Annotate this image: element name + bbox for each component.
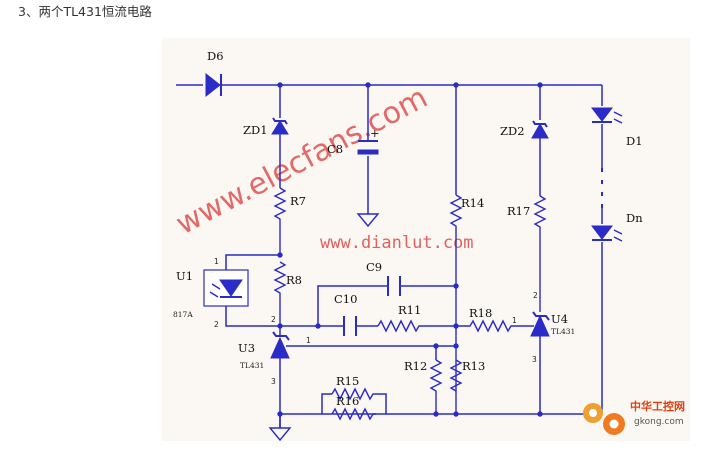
wire-c9	[317, 285, 456, 326]
optocoupler-u1	[203, 269, 249, 307]
label-r14: R14	[461, 196, 484, 210]
pin-u1-2: 2	[214, 320, 219, 329]
wire-u1-pin1	[225, 254, 280, 270]
tl431-u3	[270, 331, 290, 359]
pin-u4-3: 3	[532, 355, 537, 364]
label-u4-part: TL431	[551, 327, 575, 336]
label-zd2: ZD2	[500, 124, 525, 138]
label-u1-part: 817A	[173, 310, 193, 319]
label-r11: R11	[398, 303, 421, 317]
label-u3: U3	[238, 341, 255, 355]
led-dn	[590, 225, 623, 242]
resistor-r15	[331, 387, 376, 401]
label-c10: C10	[334, 292, 357, 306]
ground-icon	[268, 427, 292, 442]
resistor-r11	[377, 319, 456, 333]
zener-zd2	[531, 120, 549, 139]
label-r7: R7	[290, 194, 306, 208]
label-r16: R16	[336, 394, 359, 408]
section-heading: 3、两个TL431恒流电路	[18, 4, 152, 19]
watermark-dianlut: www.dianlut.com	[320, 233, 474, 253]
resistor-r7	[273, 187, 287, 255]
tl431-u4	[530, 311, 550, 337]
wire-u1-pin2	[225, 306, 280, 327]
pin-u3-3: 3	[271, 377, 276, 386]
label-r17: R17	[507, 204, 530, 218]
wire-u4	[530, 325, 541, 414]
resistor-r17	[533, 195, 547, 312]
label-r18: R18	[469, 306, 492, 320]
label-r8: R8	[286, 273, 302, 287]
ground-c8-icon	[356, 213, 380, 228]
resistor-r16	[331, 407, 376, 421]
gkong-logo: 中华工控网 gkong.com	[583, 399, 685, 435]
watermark-elecfans: www.elecfans.com	[170, 80, 433, 242]
pin-u4-1: 1	[512, 316, 517, 325]
label-u1: U1	[176, 269, 193, 283]
label-dn: Dn	[626, 211, 643, 225]
zener-zd1	[271, 117, 289, 135]
resistor-r18	[456, 319, 530, 333]
diode-d6	[205, 72, 222, 98]
capacitor-c8	[357, 140, 379, 155]
led-d1	[590, 107, 623, 124]
capacitor-c9	[387, 276, 401, 296]
logo-en-text: gkong.com	[634, 417, 684, 427]
capacitor-c10	[343, 316, 357, 336]
resistor-r12	[429, 359, 443, 414]
label-c9: C9	[366, 260, 382, 274]
label-u4: U4	[551, 312, 568, 326]
logo-cn-text: 中华工控网	[630, 399, 685, 413]
pin-u4-2: 2	[533, 291, 538, 300]
label-r12: R12	[404, 359, 427, 373]
pin-u3-1: 1	[306, 336, 311, 345]
label-d6: D6	[207, 49, 224, 63]
label-r15: R15	[336, 374, 359, 388]
resistor-r14	[449, 194, 463, 414]
pin-u1-1: 1	[214, 257, 219, 266]
label-u3-part: TL431	[240, 361, 264, 370]
label-c8: C8	[327, 142, 343, 156]
resistor-r13	[449, 359, 463, 392]
label-r13: R13	[462, 359, 485, 373]
resistor-r8	[273, 261, 287, 326]
label-d1: D1	[626, 134, 643, 148]
label-c8-plus: +	[370, 126, 380, 140]
pin-u3-2: 2	[271, 315, 276, 324]
wire-r15	[321, 393, 387, 414]
label-zd1: ZD1	[243, 123, 268, 137]
junction-dots	[277, 82, 543, 417]
